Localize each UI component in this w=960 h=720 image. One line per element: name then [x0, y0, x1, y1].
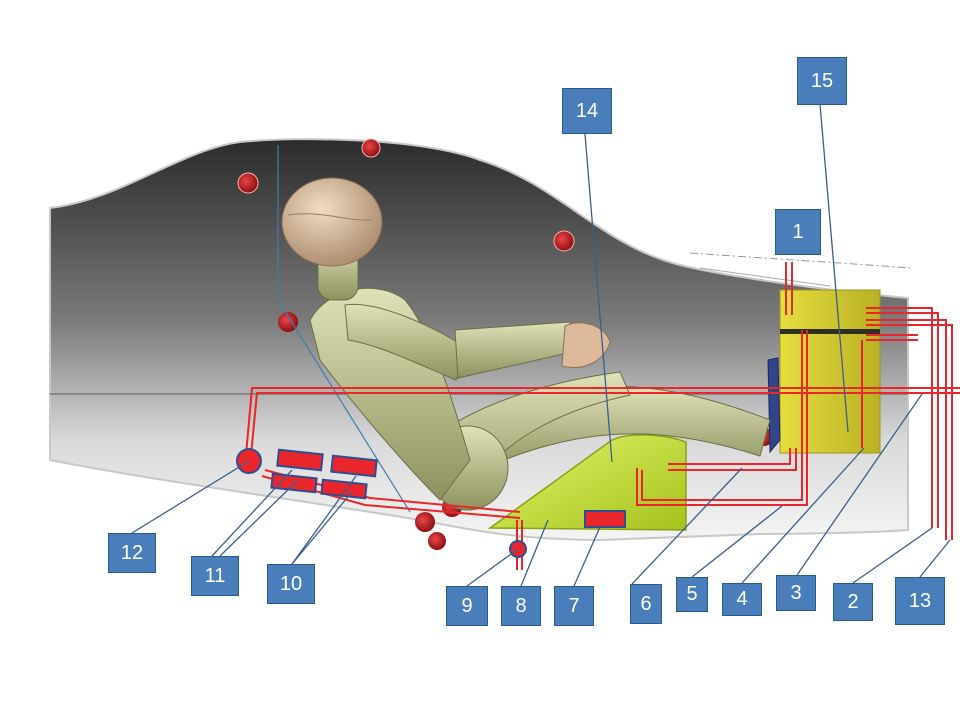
callout-1: 1 [775, 209, 821, 255]
sensor-point [237, 172, 259, 194]
mannequin [281, 177, 771, 511]
callout-2: 2 [833, 583, 873, 621]
callout-13: 13 [895, 577, 945, 625]
callout-15: 15 [797, 57, 847, 105]
rudder-pedal [767, 357, 781, 454]
callout-3: 3 [776, 575, 816, 611]
callout-9: 9 [446, 586, 488, 626]
sensor-point [415, 512, 435, 532]
callout-8: 8 [501, 586, 541, 626]
pedestal [487, 434, 687, 531]
callout-10: 10 [267, 564, 315, 604]
callout-11: 11 [191, 556, 239, 596]
callout-14: 14 [562, 88, 612, 134]
leader-lines [131, 103, 951, 587]
sensor-point [428, 532, 446, 550]
sensor-point [361, 138, 381, 158]
sensor-point [278, 312, 298, 332]
callout-12: 12 [108, 533, 156, 573]
callout-4: 4 [722, 583, 762, 616]
callout-7: 7 [554, 586, 594, 626]
callout-5: 5 [676, 577, 708, 612]
sensor-point [553, 230, 575, 252]
instrument-box [779, 289, 881, 454]
callout-6: 6 [630, 584, 662, 624]
